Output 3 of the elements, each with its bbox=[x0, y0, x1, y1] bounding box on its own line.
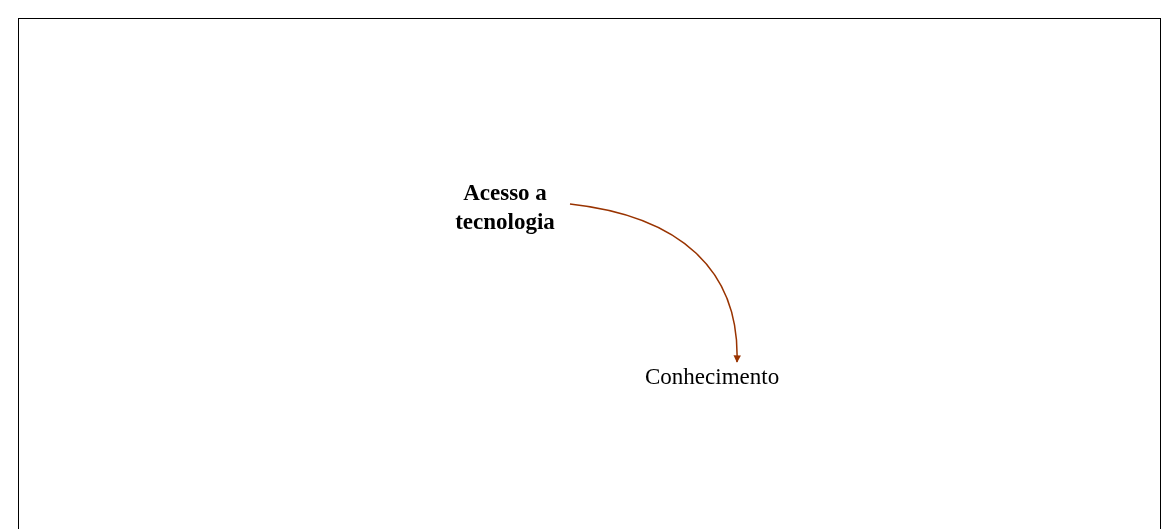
curved-arrow bbox=[569, 203, 741, 363]
node-label: Conhecimento bbox=[645, 362, 830, 396]
node-label: Acesso a tecnologia bbox=[440, 178, 570, 248]
